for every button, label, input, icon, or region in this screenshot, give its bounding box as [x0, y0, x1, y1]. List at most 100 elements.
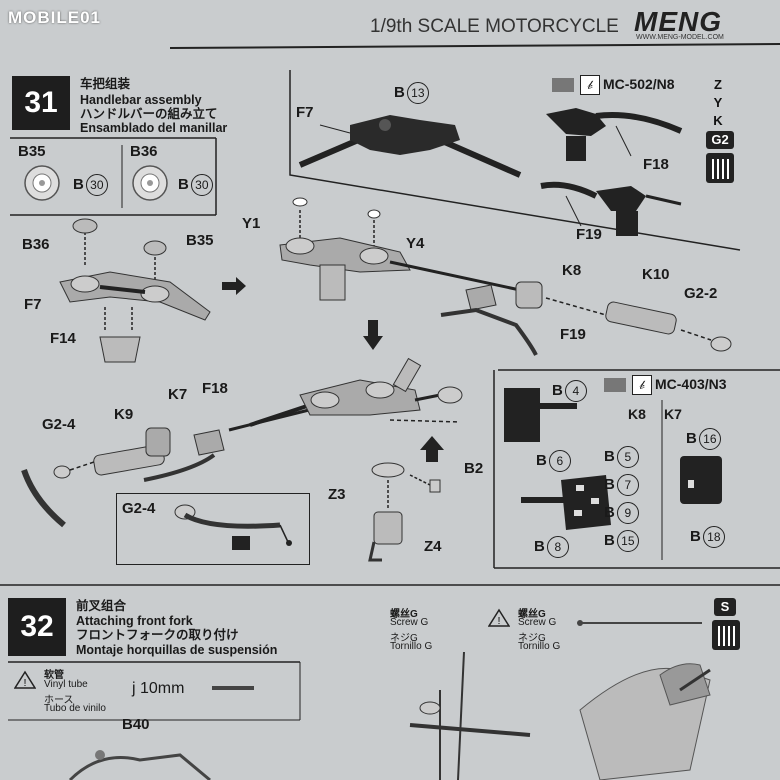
callout-g2-4: G2-4: [42, 416, 76, 433]
paint-swatch-2: [604, 378, 626, 392]
step-32-number: 32: [8, 598, 66, 656]
top-clamp-drawing: [298, 115, 522, 178]
screw-g-1-es: Tornillo G: [390, 641, 433, 652]
vinyl-length: j 10mm: [132, 680, 185, 697]
switch-assembly-k8: [521, 475, 611, 530]
callout-k8: K8: [562, 262, 582, 279]
sprue-z-icon: Z: [714, 77, 722, 92]
middle-clamp-assembly: [279, 197, 521, 301]
lever-f19-drawing: [540, 181, 682, 236]
left-grip-assembly: [21, 408, 310, 528]
switch-assembly-k7: [680, 456, 722, 504]
step-31-title-en: Handlebar assembly: [80, 93, 202, 107]
screw-g-1-jp: ネジG: [390, 633, 418, 644]
screw-rod-drawing: [577, 620, 702, 626]
callout-f18: F18: [202, 380, 228, 397]
g2-4-lever-drawing: [174, 504, 292, 550]
arrow-down-icon: [363, 320, 383, 350]
assembled-handlebar: [249, 357, 463, 427]
vinyl-jp: ホース: [44, 695, 74, 706]
color-code-1: MC-502/N8: [603, 76, 675, 92]
sprue-y-icon: Y: [713, 95, 723, 110]
step-32-title-en: Attaching front fork: [76, 614, 193, 628]
color-code-2: MC-403/N3: [655, 376, 727, 392]
callout-k10: K10: [642, 266, 670, 283]
vinyl-en: Vinyl tube: [44, 679, 88, 690]
callout-b35: B35: [186, 232, 214, 249]
callout-b36: B36: [22, 236, 50, 253]
screw-g-2-zh: 螺丝G: [518, 609, 546, 620]
callout-g2-2: G2-2: [684, 285, 718, 302]
b36-header: B36: [130, 143, 158, 160]
sprue-k-icon: K: [713, 113, 723, 128]
front-fork-drawing: [409, 651, 711, 780]
column-k7: K7: [664, 406, 682, 422]
paint-swatch-1: [552, 78, 574, 92]
paint-icon-1: 𝒷: [580, 75, 600, 95]
screw-g-2-es: Tornillo G: [518, 641, 561, 652]
callout-y4: Y4: [406, 235, 425, 252]
sprue-bin-icon: [706, 153, 734, 183]
vinyl-tube-sample: [212, 686, 254, 690]
lever-f18-drawing: [546, 108, 683, 161]
screw-g-1-en: Screw G: [390, 617, 429, 628]
callout-f7: F7: [24, 296, 42, 313]
callout-g2-4-box: G2-4: [122, 500, 156, 517]
warning-icon: !: [14, 670, 36, 689]
brand-url: WWW.MENG-MODEL.COM: [636, 34, 724, 41]
b36-part-icon: [132, 165, 168, 201]
paint-icon-2: 𝒷: [632, 375, 652, 395]
sprue-s-icon: S: [714, 598, 736, 616]
switch-housing-b4: [504, 388, 577, 442]
svg-text:!: !: [498, 616, 501, 627]
arrow-right-icon: [222, 277, 246, 295]
scale-title: 1/9th SCALE MOTORCYCLE: [370, 16, 619, 37]
screw-g-2-en: Screw G: [518, 617, 557, 628]
step-32-title-es: Montaje horquillas de suspensión: [76, 643, 278, 657]
callout-y1: Y1: [242, 215, 261, 232]
header-rule: [169, 43, 780, 49]
callout-f18-top: F18: [643, 156, 669, 173]
reservoir-assembly: [368, 462, 441, 562]
brand-logo: MENG: [634, 6, 722, 37]
step-31-number: 31: [12, 76, 70, 130]
callout-f19: F19: [560, 326, 586, 343]
callout-b40: B40: [122, 716, 150, 733]
warning-icon-2: !: [488, 608, 510, 627]
b35-part-icon: [24, 165, 60, 201]
sprue-bin-icon-2: [712, 620, 740, 650]
step-31-title-es: Ensamblado del manillar: [80, 121, 228, 135]
callout-f7-top: F7: [296, 104, 314, 121]
vinyl-zh: 软管: [44, 670, 64, 681]
right-grip-assembly: [440, 281, 732, 356]
callout-k7: K7: [168, 386, 188, 403]
step-31-title-zh: 车把组装: [80, 77, 131, 91]
column-k8: K8: [628, 406, 646, 422]
b35-header: B35: [18, 143, 46, 160]
arrow-up-icon: [420, 436, 444, 462]
callout-z4: Z4: [424, 538, 442, 555]
b40-drawing: [68, 750, 211, 780]
callout-f14: F14: [50, 330, 76, 347]
step-31-title-jp: ハンドルバーの組み立て: [80, 107, 218, 121]
step-32-title-jp: フロントフォークの取り付け: [76, 628, 239, 642]
watermark: MOBILE01: [8, 8, 102, 27]
svg-text:!: !: [24, 678, 27, 689]
vinyl-es: Tubo de vinilo: [44, 703, 106, 714]
callout-b2: B2: [464, 460, 484, 477]
screw-g-1-zh: 螺丝G: [390, 609, 418, 620]
g2-4-detail-box: [116, 493, 310, 565]
step-32-title-zh: 前叉组合: [76, 599, 127, 613]
